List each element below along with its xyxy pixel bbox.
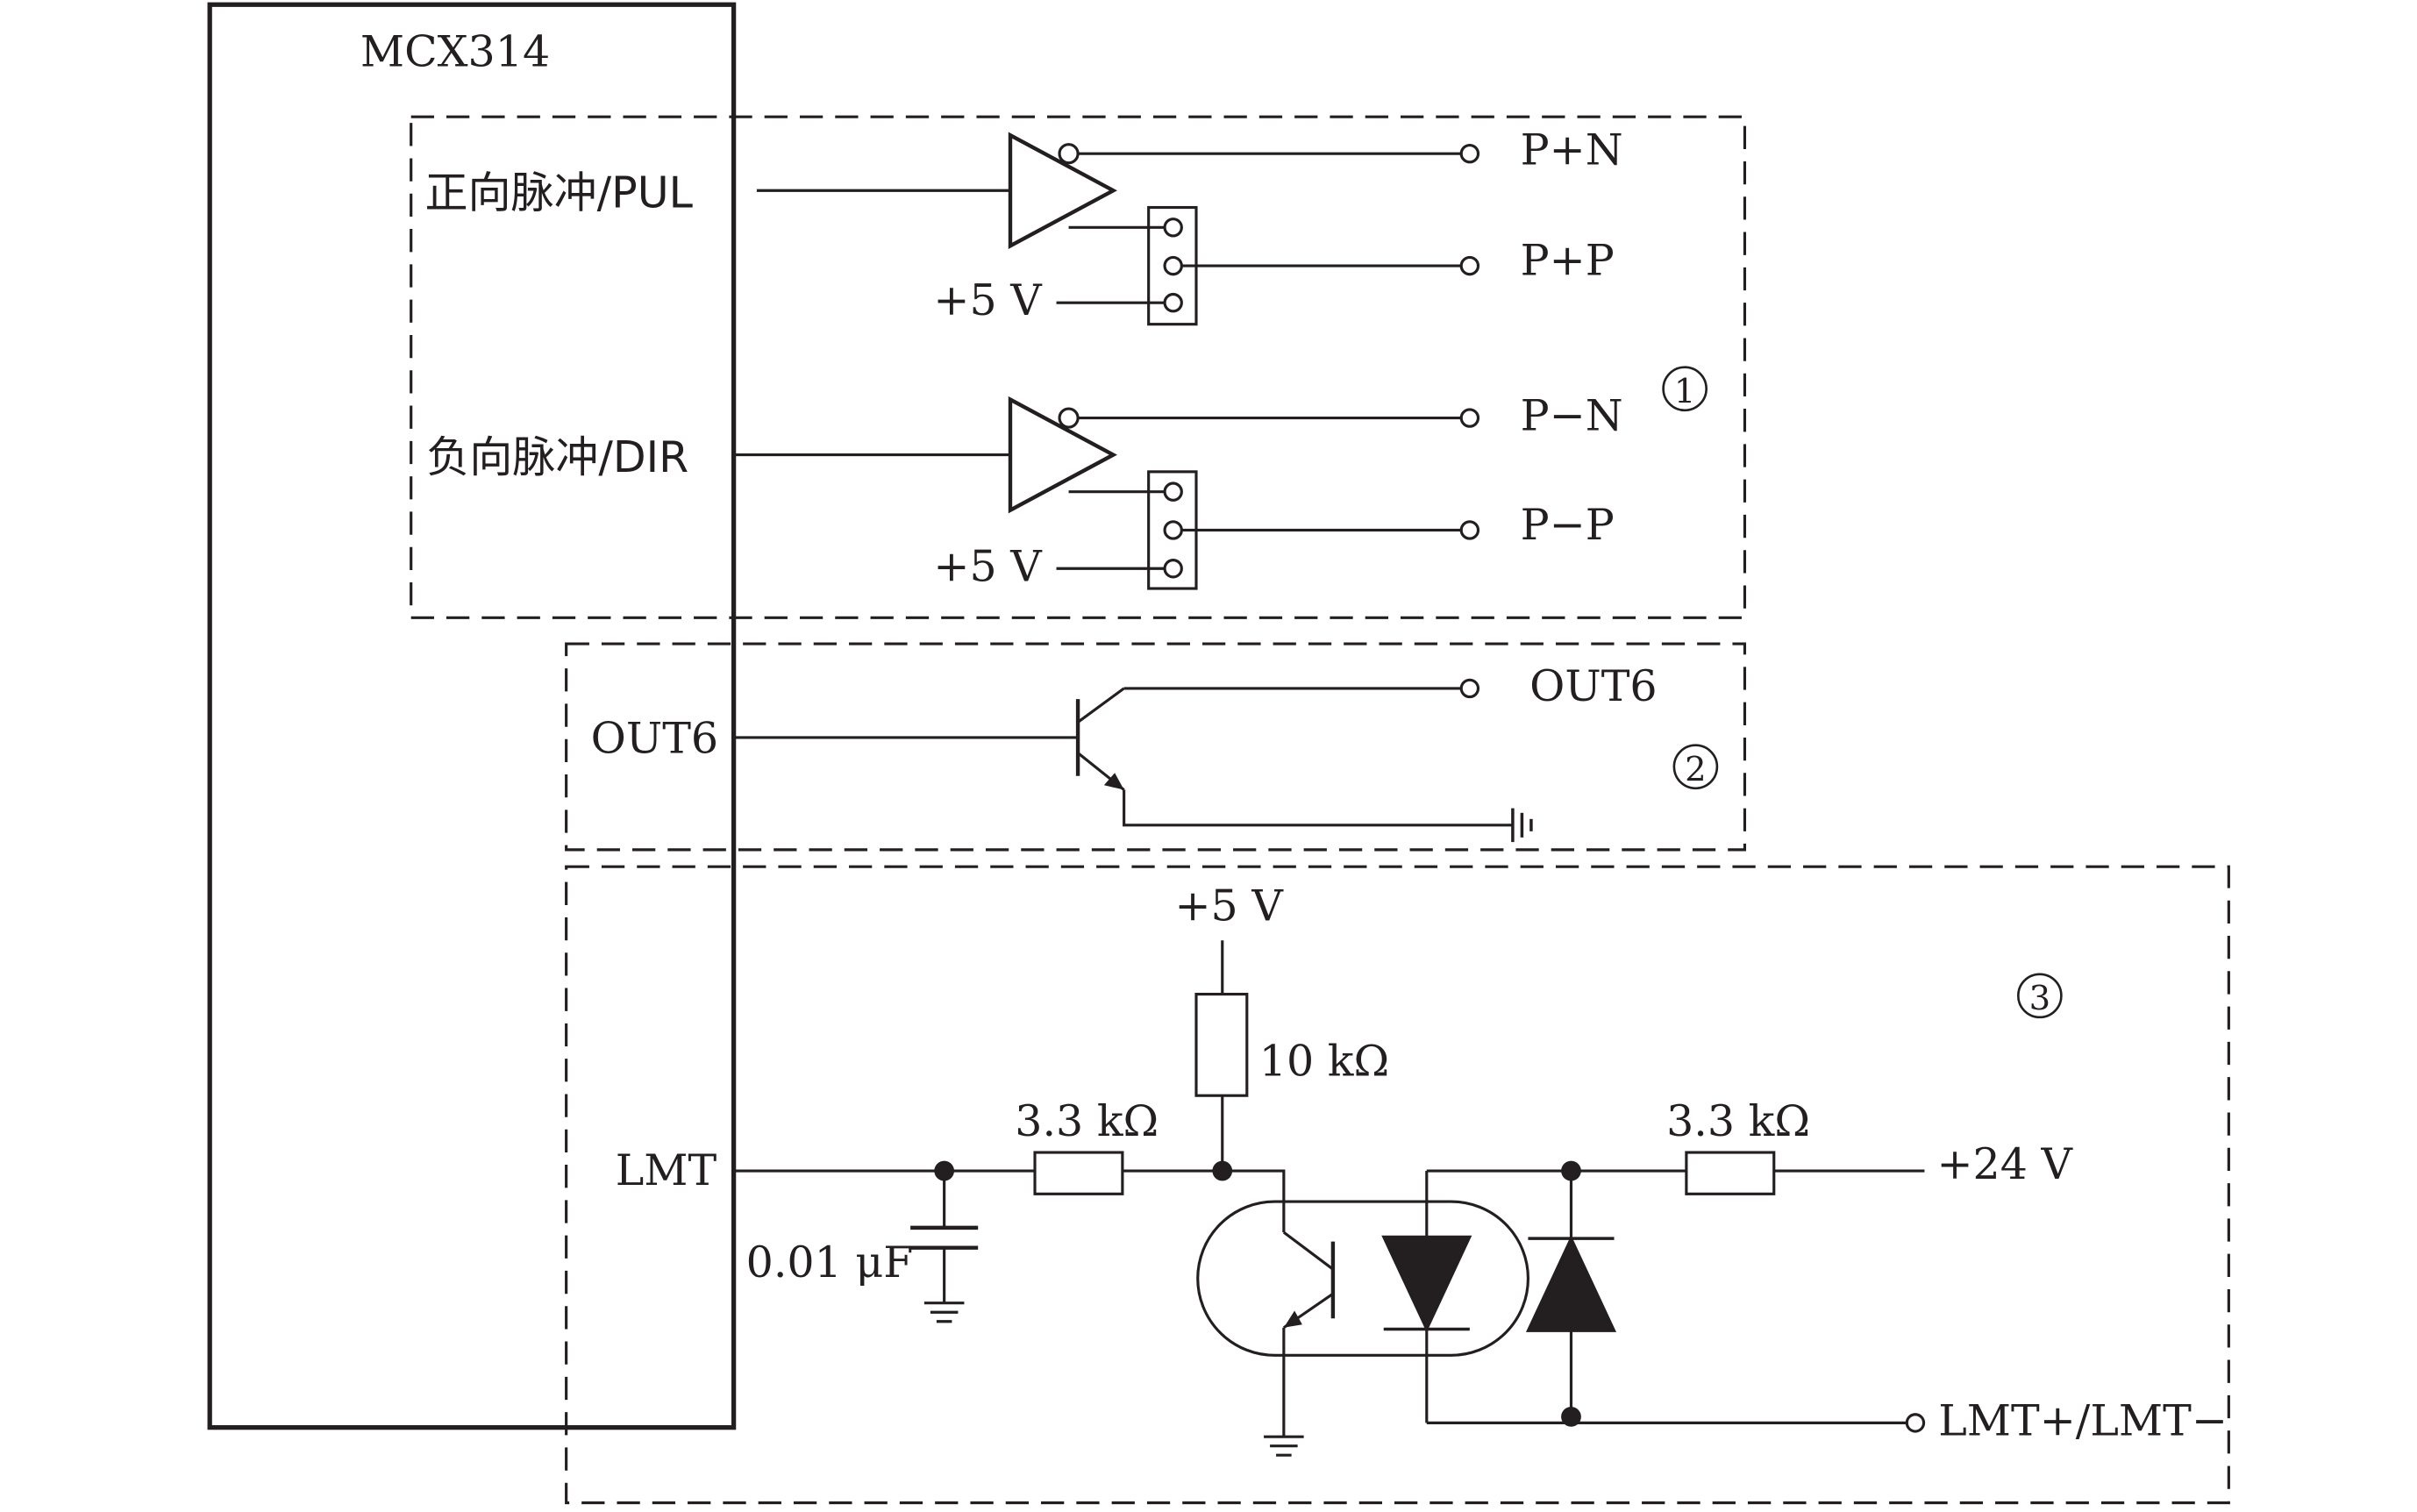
svg-text:1: 1 bbox=[1674, 372, 1696, 411]
pp-pos-label: P+P bbox=[1521, 235, 1615, 286]
pp-pos-terminal bbox=[1459, 255, 1480, 276]
dir-jumper-pin-2 bbox=[1163, 520, 1183, 540]
opto-ground-icon bbox=[1264, 1435, 1304, 1457]
section-2-marker: 2 bbox=[1672, 744, 1719, 790]
pn-neg-terminal bbox=[1459, 408, 1480, 428]
section-3-marker: 3 bbox=[2017, 973, 2063, 1019]
led-resistor-label: 3.3 kΩ bbox=[1666, 1095, 1810, 1146]
out6-terminal-label: OUT6 bbox=[1529, 660, 1657, 711]
pul-label: 正向脉冲/PUL bbox=[424, 168, 693, 218]
pullup-resistor bbox=[1194, 992, 1249, 1097]
pul-jumper-pin-1 bbox=[1163, 218, 1183, 238]
dir-inverted-bubble bbox=[1058, 407, 1080, 429]
lmt-terminal bbox=[1905, 1413, 1926, 1433]
led-resistor bbox=[1685, 1151, 1776, 1195]
pp-neg-label: P−P bbox=[1521, 499, 1615, 550]
v24-label: +24 V bbox=[1936, 1138, 2073, 1189]
svg-text:2: 2 bbox=[1685, 750, 1707, 789]
out6-signal-label: OUT6 bbox=[591, 712, 718, 763]
mcx314-chip bbox=[207, 2, 737, 1430]
pp-neg-terminal bbox=[1459, 520, 1480, 540]
chip-label: MCX314 bbox=[360, 25, 550, 76]
section-3-box bbox=[565, 865, 2230, 1505]
dir-jumper-pin-1 bbox=[1163, 481, 1183, 502]
out6-terminal bbox=[1459, 678, 1480, 699]
svg-text:3: 3 bbox=[2029, 979, 2051, 1018]
pn-neg-label: P−N bbox=[1521, 390, 1623, 441]
chassis-ground-icon bbox=[1511, 808, 1533, 843]
capacitor bbox=[910, 1171, 979, 1303]
pullup-resistor-label: 10 kΩ bbox=[1259, 1035, 1389, 1086]
optocoupler-body bbox=[1196, 1200, 1529, 1357]
series-resistor-label: 3.3 kΩ bbox=[1015, 1095, 1159, 1146]
pn-pos-terminal bbox=[1459, 143, 1480, 164]
out6-emitter-wire bbox=[1123, 789, 1513, 827]
pul-driver-buffer bbox=[1008, 132, 1118, 249]
series-resistor bbox=[1033, 1151, 1124, 1195]
section-2-box bbox=[565, 642, 1747, 852]
v5-b-label: +5 V bbox=[933, 540, 1043, 591]
section-1-marker: 1 bbox=[1662, 366, 1708, 412]
cap-ground-icon bbox=[923, 1302, 965, 1323]
pul-jumper-pin-3 bbox=[1163, 292, 1183, 313]
lmt-terminal-label: LMT+/LMT− bbox=[1938, 1394, 2228, 1445]
phototransistor bbox=[1282, 1230, 1336, 1330]
dir-driver-buffer bbox=[1008, 396, 1118, 514]
top-junction bbox=[1561, 1160, 1581, 1181]
cap-label: 0.01 μF bbox=[746, 1237, 914, 1287]
pul-inverted-bubble bbox=[1058, 143, 1080, 165]
dir-jumper-pin-3 bbox=[1163, 559, 1183, 579]
v5-c-label: +5 V bbox=[1174, 880, 1284, 931]
out6-transistor bbox=[1075, 687, 1125, 791]
phototransistor-collector-wire bbox=[1222, 1169, 1286, 1233]
bottom-junction bbox=[1561, 1406, 1581, 1427]
protection-diode bbox=[1525, 1171, 1617, 1417]
pul-jumper-pin-2 bbox=[1163, 255, 1183, 276]
dir-label: 负向脉冲/DIR bbox=[426, 431, 688, 482]
lmt-signal-label: LMT bbox=[616, 1145, 717, 1195]
v5-a-label: +5 V bbox=[933, 275, 1043, 325]
pn-pos-label: P+N bbox=[1521, 124, 1623, 175]
opto-led bbox=[1381, 1171, 1472, 1423]
